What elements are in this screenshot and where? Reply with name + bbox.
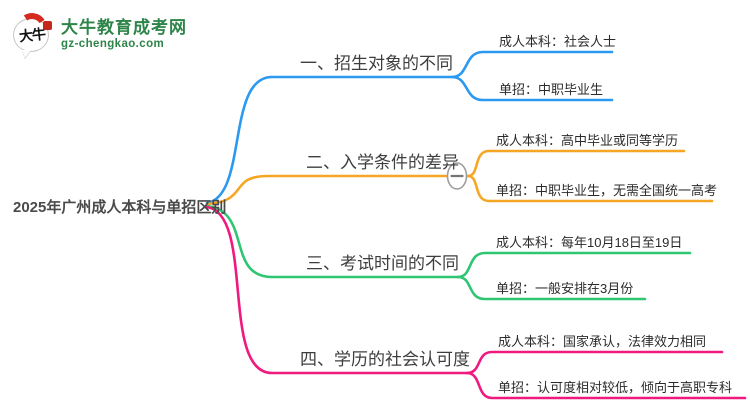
branch-4-leaf-2-line — [465, 371, 747, 400]
branch-1-leaf-1-line — [450, 50, 614, 79]
branch-2-leaf-1-line — [466, 149, 686, 178]
leaf-node-2-1[interactable]: 成人本科：高中毕业或同等学历 — [496, 133, 679, 148]
leaf-node-2-2[interactable]: 单招：中职毕业生，无需全国统一高考 — [496, 183, 718, 198]
branch-2-trunk-line — [205, 174, 448, 206]
branch-2-connectors — [205, 149, 714, 206]
logo-calligraphy-text: 大牛 — [18, 25, 46, 45]
site-url: gz-chengkao.com — [61, 38, 165, 50]
branch-node-3[interactable]: 三、考试时间的不同 — [306, 254, 459, 273]
logo-bull-icon: 大牛 — [12, 10, 54, 58]
branch-4-leaf-1-line — [465, 350, 724, 375]
branch-3-connectors — [205, 204, 692, 301]
site-logo: 大牛 大牛教育成考网 gz-chengkao.com — [12, 10, 187, 58]
branch-4-connectors — [205, 205, 747, 400]
leaf-node-3-1[interactable]: 成人本科：每年10月18日至19日 — [496, 235, 683, 250]
branch-3-leaf-1-line — [456, 251, 692, 279]
branch-4-trunk-line — [205, 205, 469, 375]
branch-node-1[interactable]: 一、招生对象的不同 — [300, 54, 453, 73]
leaf-node-4-1[interactable]: 成人本科：国家承认，法律效力相同 — [498, 334, 707, 349]
speech-bubble-tail — [22, 50, 31, 58]
branch-node-4[interactable]: 四、学历的社会认可度 — [300, 350, 470, 369]
branch-node-2[interactable]: 二、入学条件的差异 — [306, 153, 459, 172]
branch-1-leaf-2-line — [450, 75, 614, 102]
branch-1-connectors — [205, 50, 614, 205]
branch-2-leaf-2-line — [466, 174, 714, 203]
branch-3-leaf-2-line — [456, 275, 647, 301]
site-name: 大牛教育成考网 — [61, 18, 187, 37]
logo-seal-stamp — [43, 21, 52, 30]
leaf-node-3-2[interactable]: 单招：一般安排在3月份 — [496, 281, 634, 296]
leaf-node-1-2[interactable]: 单招：中职毕业生 — [499, 82, 604, 97]
branch-3-trunk-line — [205, 204, 460, 279]
root-topic-node[interactable]: 2025年广州成人本科与单招区别 — [13, 199, 227, 216]
branch-1-trunk-line — [205, 75, 454, 205]
collapse-button[interactable] — [446, 162, 468, 190]
leaf-node-4-2[interactable]: 单招：认可度相对较低，倾向于高职专科 — [498, 380, 733, 395]
leaf-node-1-1[interactable]: 成人本科：社会人士 — [499, 34, 617, 49]
